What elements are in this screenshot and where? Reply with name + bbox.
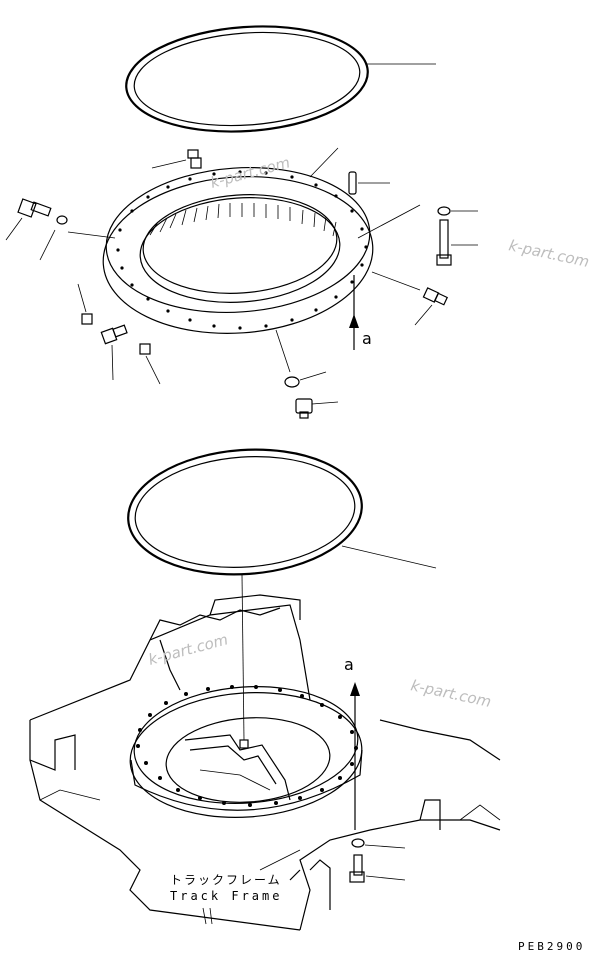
- frame-bolt-washer: [349, 838, 406, 883]
- grease-fitting-top: [151, 149, 202, 169]
- lower-seal-ring: [127, 448, 437, 576]
- dowel-pin: [348, 171, 390, 195]
- track-frame-label-jp: トラックフレーム: [170, 873, 282, 887]
- upper-seal-ring: [125, 25, 436, 133]
- drawing-code: PEB2900: [518, 940, 585, 953]
- lower-left-fittings: [77, 283, 161, 385]
- track-frame: [29, 594, 501, 931]
- arrow-label-lower: a: [344, 655, 354, 674]
- left-bolt-washer: [5, 198, 68, 261]
- swing-circle-bearing: [67, 147, 421, 373]
- center-guide-line: [241, 574, 245, 741]
- grease-fitting-right: [414, 287, 449, 326]
- track-frame-label-en: Track Frame: [170, 889, 282, 903]
- watermark-1: k-part.com: [208, 153, 292, 192]
- upper-arrow: a: [349, 275, 372, 350]
- watermark-4: k-part.com: [409, 676, 493, 711]
- lower-washer-bolt: [284, 371, 339, 419]
- track-frame-leader: [202, 907, 213, 925]
- watermark-2: k-part.com: [507, 236, 591, 271]
- arrow-label-upper: a: [362, 329, 372, 348]
- lower-arrow: a: [344, 655, 360, 830]
- right-bolt-washer: [436, 206, 478, 266]
